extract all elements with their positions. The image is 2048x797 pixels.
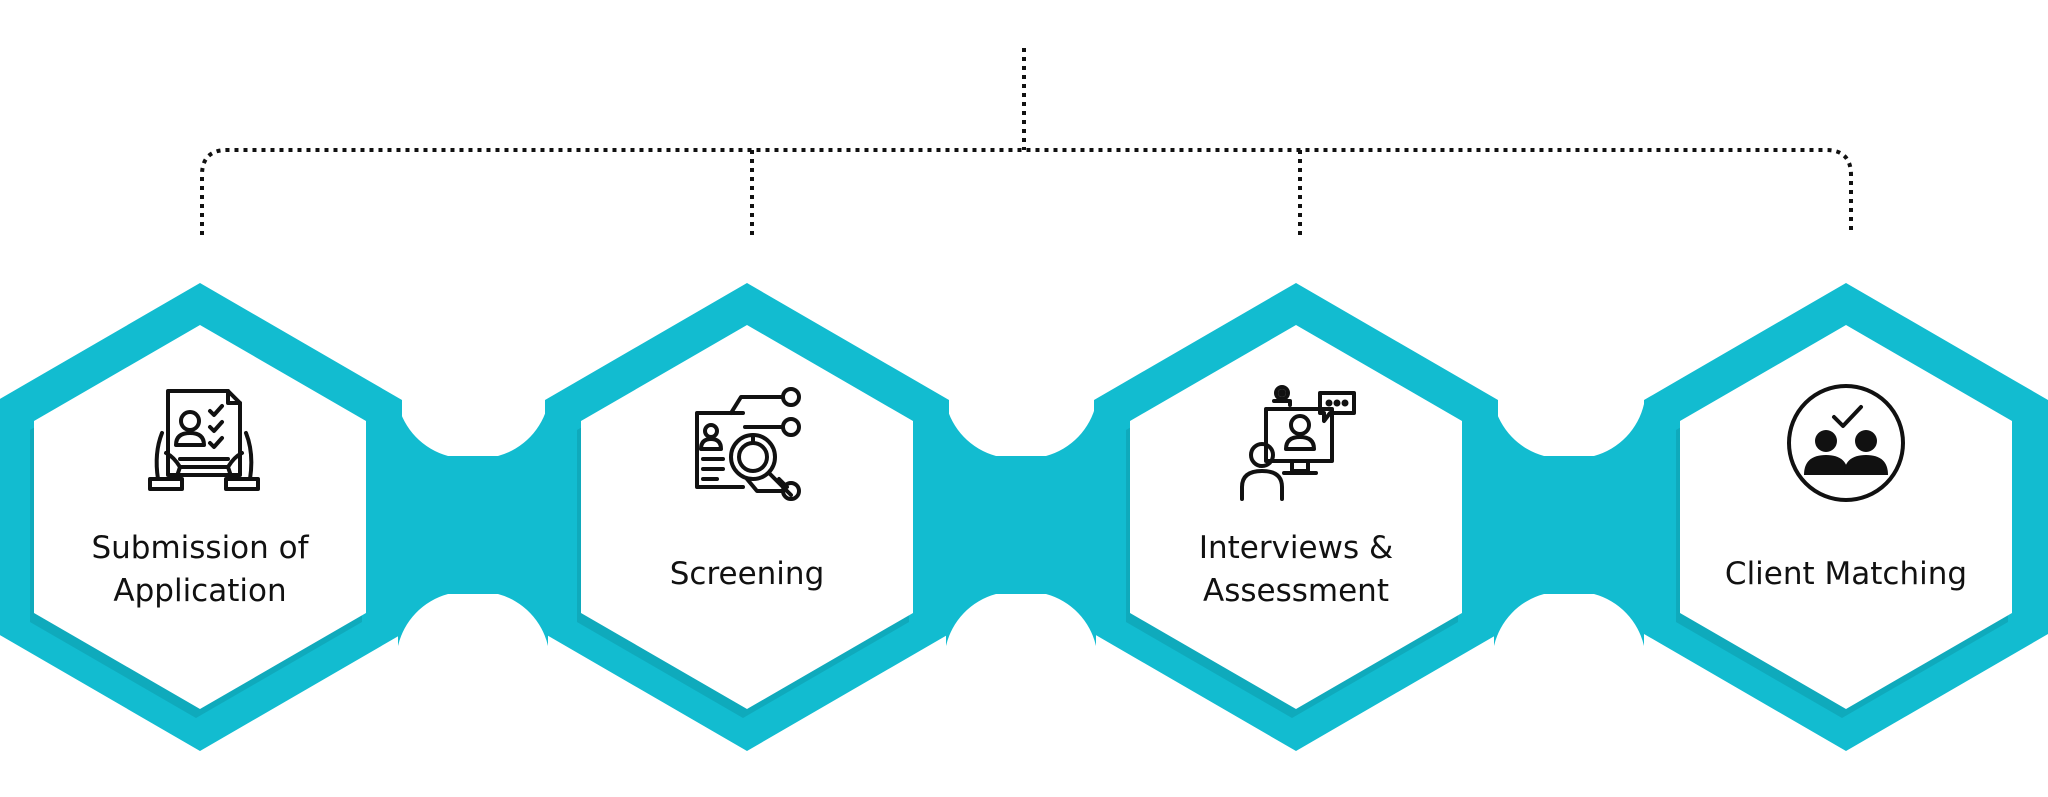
step-label: Interviews & Assessment [1198, 530, 1394, 609]
bridge-1-2 [398, 404, 548, 646]
dotted-connector-tree [200, 48, 1853, 235]
video-interview-icon [1240, 385, 1356, 501]
bridge-3-4 [1494, 404, 1644, 646]
hexagon-frame [0, 283, 402, 751]
step-label: Screening [669, 556, 825, 592]
step-interviews-and-assessment: Interviews & Assessment [1094, 283, 1498, 751]
step-submission-of-application: Submission of Application [0, 283, 402, 751]
hexagon-frame [1094, 283, 1498, 751]
matched-people-icon [1787, 384, 1905, 502]
step-label: Submission of Application [91, 530, 309, 609]
step-screening: Screening [545, 283, 949, 751]
application-checklist-icon [148, 389, 260, 491]
bridge-2-3 [946, 404, 1096, 646]
step-client-matching: Client Matching [1644, 283, 2048, 751]
hexagon-frame [1644, 283, 2048, 751]
resume-search-icon [695, 387, 801, 501]
connector-rail [200, 148, 1853, 235]
step-label: Client Matching [1724, 556, 1968, 592]
hexagon-frame [545, 283, 949, 751]
